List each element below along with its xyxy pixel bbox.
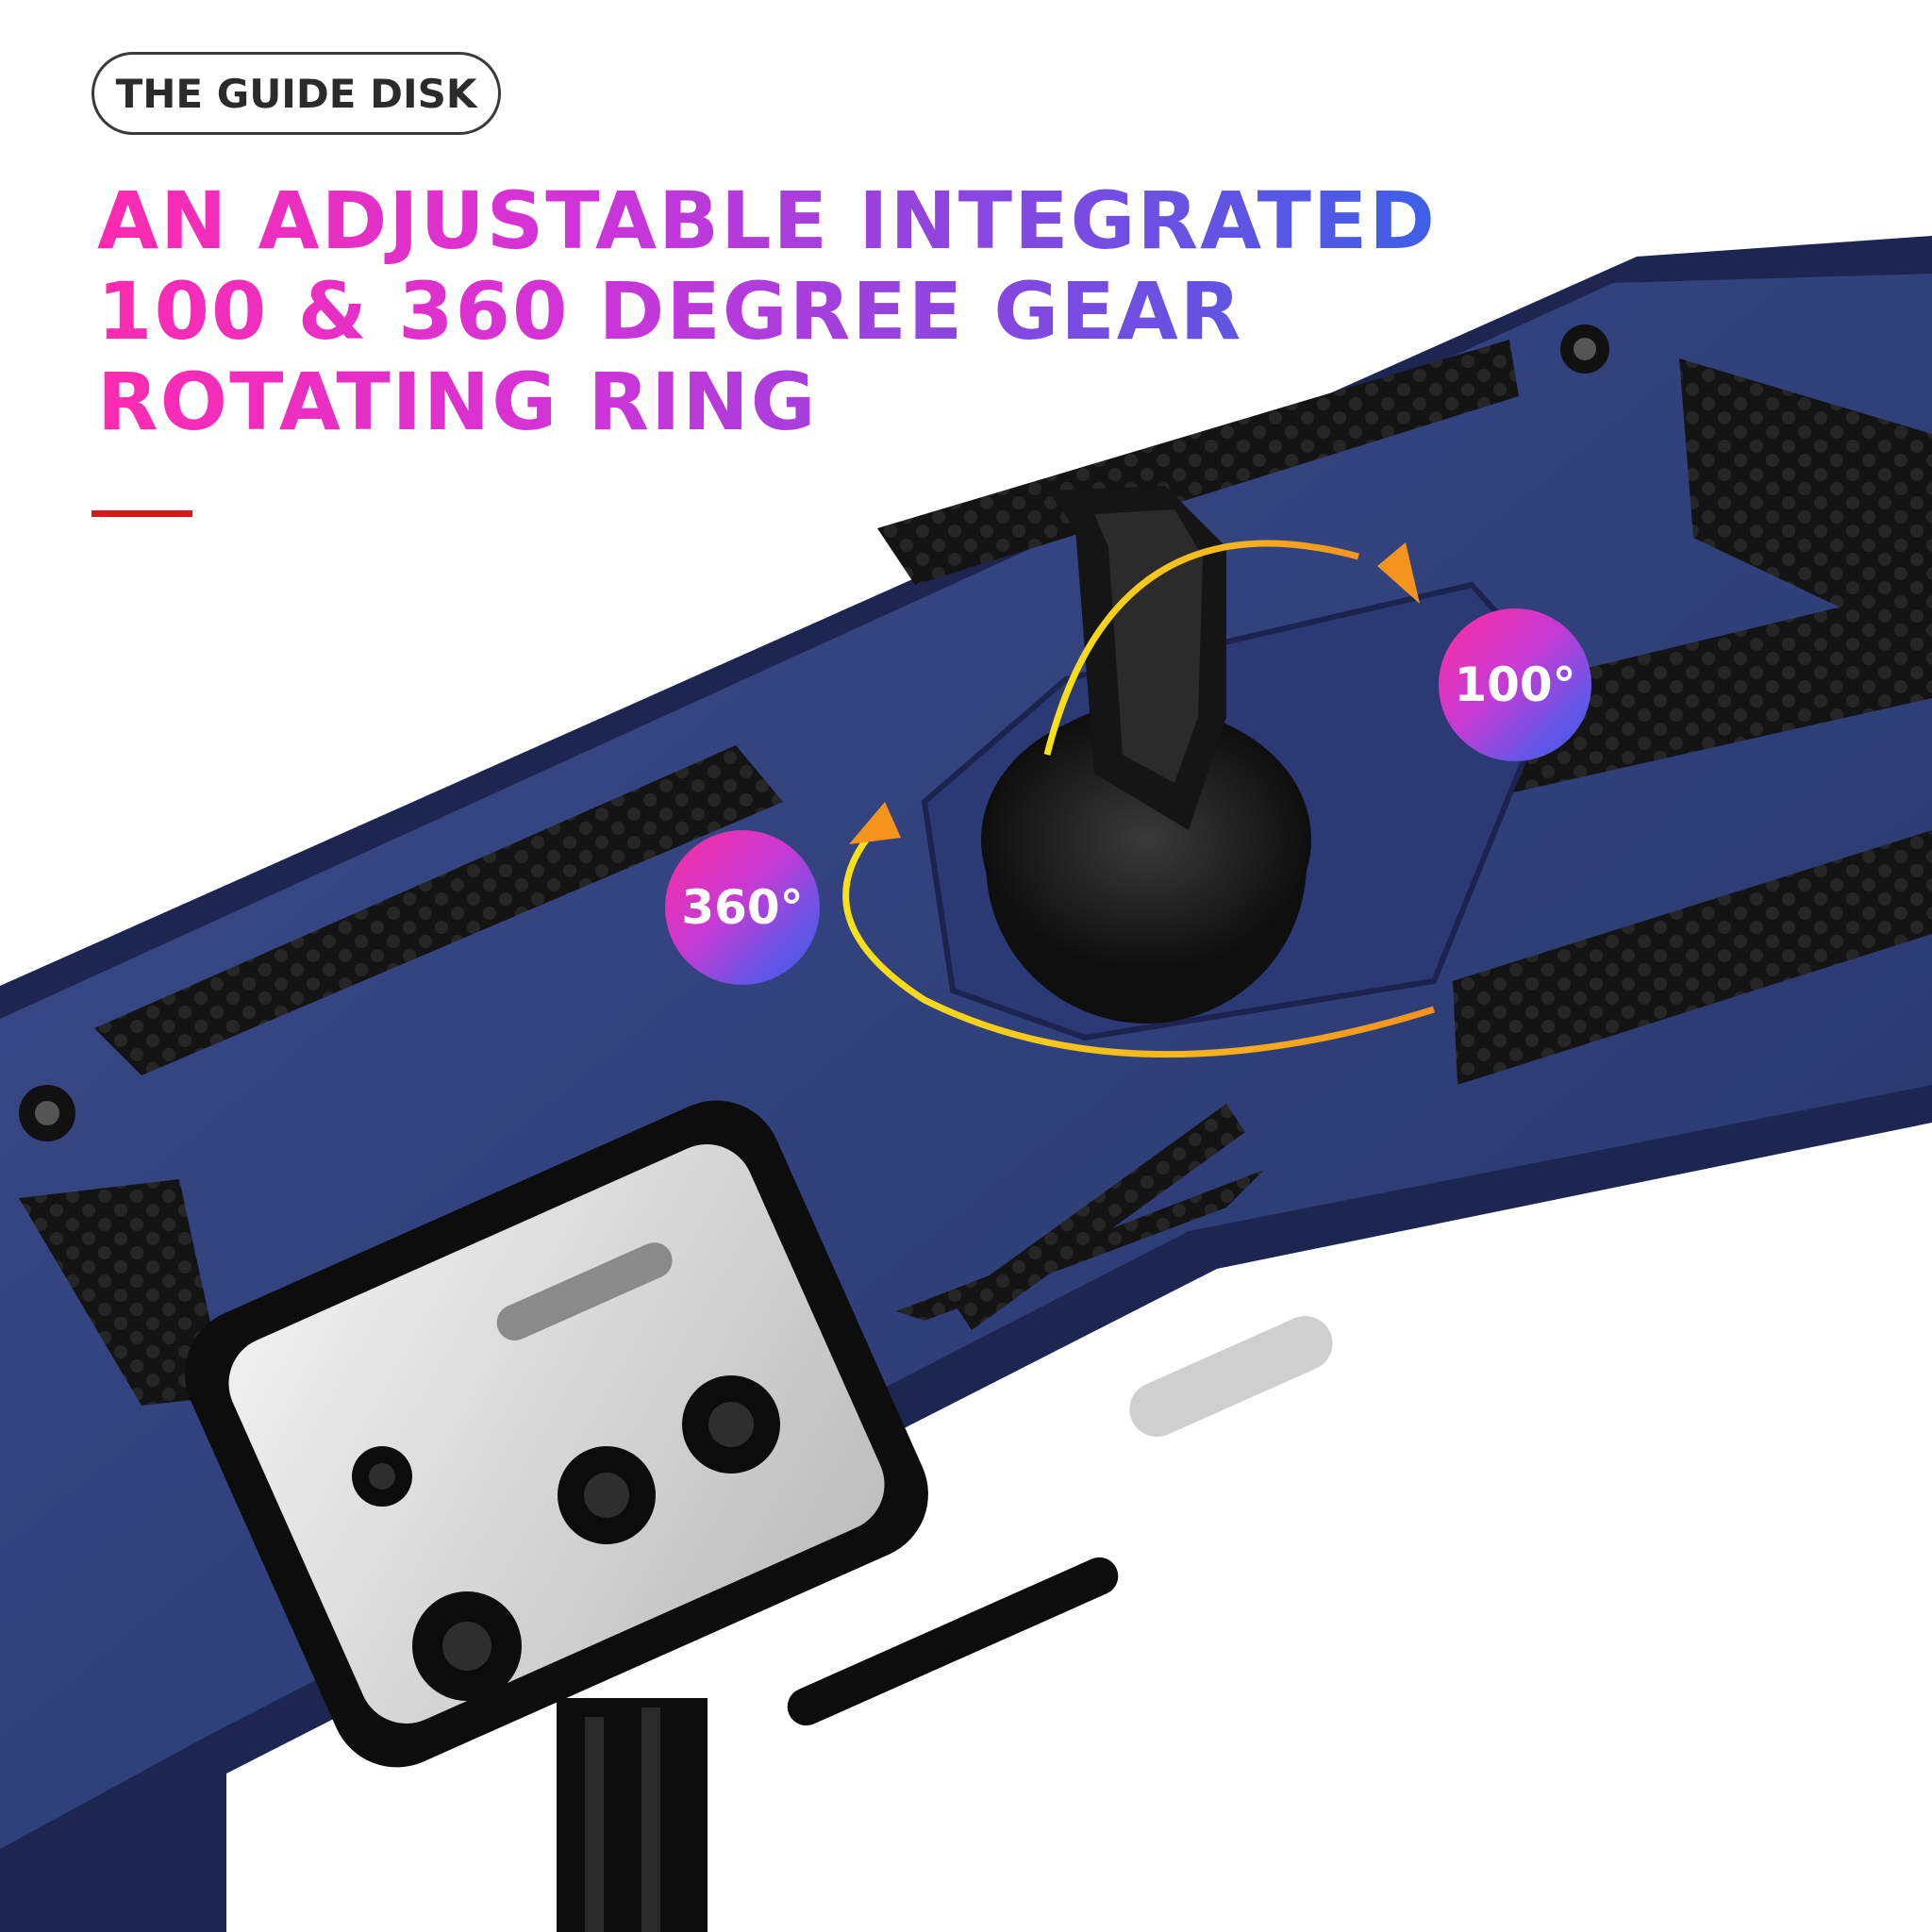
badge-100-degree: 100°: [1439, 608, 1591, 761]
accent-divider: [92, 510, 192, 517]
camera-flash: [496, 1242, 673, 1341]
guide-disk-tag: THE GUIDE DISK: [92, 52, 501, 135]
headline: AN ADJUSTABLE INTEGRATED 100 & 360 DEGRE…: [97, 175, 1437, 447]
arc-100-arrow: [1043, 540, 1359, 756]
headline-line-1: AN ADJUSTABLE INTEGRATED: [97, 175, 1437, 267]
grip-panel-left-lower: [19, 1179, 226, 1406]
headline-line-2: 100 & 360 DEGREE GEAR: [97, 266, 1437, 357]
arc-360-arrow: [842, 818, 1436, 1058]
side-button: [1129, 1316, 1333, 1437]
ring-disc-face: [981, 708, 1311, 972]
arc-360-arrowhead: [849, 802, 901, 844]
bottom-vent: [557, 1698, 708, 1932]
arc-100-arrowhead: [1377, 542, 1420, 604]
side-slot: [787, 1557, 1119, 1726]
grip-panel-right-middle: [1453, 830, 1932, 1085]
headline-line-3: ROTATING RING: [97, 357, 1437, 447]
grip-panel-right-upper: [1462, 585, 1932, 802]
grip-panel-top: [877, 340, 1519, 585]
badge-360-degree: 360°: [665, 830, 820, 985]
grip-panel-diagonal: [953, 1104, 1245, 1330]
grip-panel-left-upper: [94, 745, 783, 1075]
grip-panel-top-right: [1679, 358, 1932, 651]
camera-module: [228, 1144, 885, 1724]
